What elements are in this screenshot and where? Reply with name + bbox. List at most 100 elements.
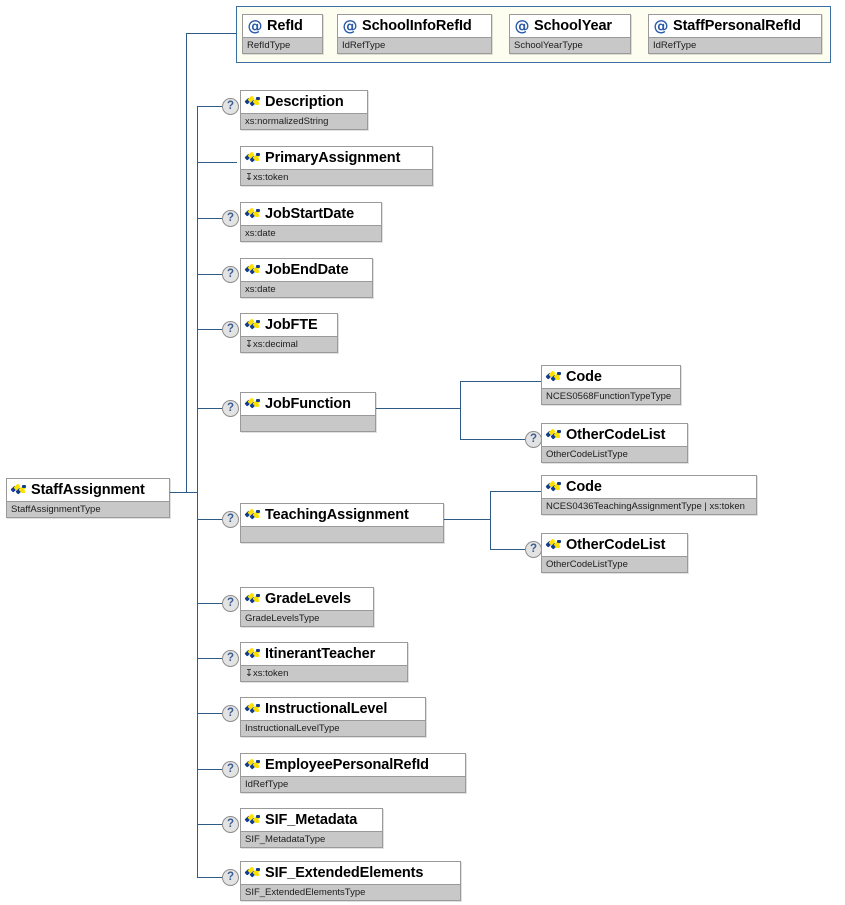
element-icon bbox=[244, 702, 260, 716]
node-type: IdRefType bbox=[653, 39, 697, 51]
node-title-row: JobFTE bbox=[241, 314, 337, 336]
node-title-row: @ SchoolYear bbox=[510, 15, 630, 37]
node-element-teachingassignment-othercodelist[interactable]: OtherCodeList OtherCodeListType bbox=[541, 533, 688, 573]
node-type-row: GradeLevelsType bbox=[241, 610, 373, 626]
connector-jobfunction-out bbox=[376, 408, 460, 409]
node-type-row: ↧ xs:token bbox=[241, 665, 407, 681]
node-title-row: @ RefId bbox=[243, 15, 322, 37]
node-type-row: NCES0568FunctionTypeType bbox=[542, 388, 680, 404]
node-name: StaffAssignment bbox=[31, 481, 145, 498]
node-element-jobstartdate[interactable]: JobStartDate xs:date bbox=[240, 202, 382, 242]
node-element-jobfunction-othercodelist[interactable]: OtherCodeList OtherCodeListType bbox=[541, 423, 688, 463]
connector-element-stub-gradelevels bbox=[197, 603, 222, 604]
node-title-row: JobStartDate bbox=[241, 203, 381, 225]
node-title-row: GradeLevels bbox=[241, 588, 373, 610]
node-name: SchoolYear bbox=[534, 17, 612, 34]
node-name: SchoolInfoRefId bbox=[362, 17, 472, 34]
element-icon bbox=[545, 480, 561, 494]
node-name: Description bbox=[265, 93, 344, 110]
connector-element-trunk bbox=[197, 106, 198, 877]
derived-arrow-icon: ↧ bbox=[245, 339, 253, 350]
node-staffassignment[interactable]: StaffAssignment StaffAssignmentType bbox=[6, 478, 170, 518]
node-name: JobFunction bbox=[265, 395, 351, 412]
connector-jobfunction-to-code bbox=[460, 381, 541, 382]
node-name: TeachingAssignment bbox=[265, 506, 409, 523]
optional-marker-instructionallevel: ? bbox=[222, 705, 239, 722]
node-element-employeepersonalrefid[interactable]: EmployeePersonalRefId IdRefType bbox=[240, 753, 466, 793]
node-element-teachingassignment-code[interactable]: Code NCES0436TeachingAssignmentType | xs… bbox=[541, 475, 757, 515]
node-name: RefId bbox=[267, 17, 303, 34]
node-type: SIF_MetadataType bbox=[245, 833, 326, 845]
node-title-row: ItinerantTeacher bbox=[241, 643, 407, 665]
node-title-row: JobFunction bbox=[241, 393, 375, 415]
node-type-row bbox=[241, 415, 375, 431]
optional-marker-jobstartdate: ? bbox=[222, 210, 239, 227]
node-type: xs:token bbox=[252, 171, 289, 183]
node-attribute-staffpersonalrefid[interactable]: @ StaffPersonalRefId IdRefType bbox=[648, 14, 822, 54]
element-icon bbox=[244, 95, 260, 109]
node-element-sifextendedelements[interactable]: SIF_ExtendedElements SIF_ExtendedElement… bbox=[240, 861, 461, 901]
connector-element-stub-primaryassignment bbox=[197, 162, 237, 163]
node-element-gradelevels[interactable]: GradeLevels GradeLevelsType bbox=[240, 587, 374, 627]
node-element-jobfunction[interactable]: JobFunction bbox=[240, 392, 376, 432]
element-icon bbox=[244, 151, 260, 165]
node-type-row: SchoolYearType bbox=[510, 37, 630, 53]
node-element-jobfunction-code[interactable]: Code NCES0568FunctionTypeType bbox=[541, 365, 681, 405]
optional-marker-teachingassignment-othercodelist: ? bbox=[525, 541, 542, 558]
element-icon bbox=[10, 483, 26, 497]
node-name: GradeLevels bbox=[265, 590, 351, 607]
node-type-row: IdRefType bbox=[241, 776, 465, 792]
node-element-teachingassignment[interactable]: TeachingAssignment bbox=[240, 503, 444, 543]
node-element-primaryassignment[interactable]: PrimaryAssignment ↧ xs:token bbox=[240, 146, 433, 186]
node-element-jobfte[interactable]: JobFTE ↧ xs:decimal bbox=[240, 313, 338, 353]
node-title-row: Code bbox=[542, 476, 756, 498]
node-type: SIF_ExtendedElementsType bbox=[245, 886, 366, 898]
attribute-icon: @ bbox=[653, 16, 669, 35]
node-title-row: JobEndDate bbox=[241, 259, 372, 281]
node-element-description[interactable]: Description xs:normalizedString bbox=[240, 90, 368, 130]
node-title-row: Description bbox=[241, 91, 367, 113]
node-type-row: xs:date bbox=[241, 281, 372, 297]
node-element-itinerantteacher[interactable]: ItinerantTeacher ↧ xs:token bbox=[240, 642, 408, 682]
node-title-row: @ SchoolInfoRefId bbox=[338, 15, 491, 37]
connector-element-stub-sifextendedelements bbox=[197, 877, 222, 878]
node-title-row: SIF_Metadata bbox=[241, 809, 382, 831]
element-icon bbox=[244, 263, 260, 277]
node-title-row: @ StaffPersonalRefId bbox=[649, 15, 821, 37]
node-type: IdRefType bbox=[342, 39, 386, 51]
element-icon bbox=[244, 758, 260, 772]
node-element-sifmetadata[interactable]: SIF_Metadata SIF_MetadataType bbox=[240, 808, 383, 848]
node-element-instructionallevel[interactable]: InstructionalLevel InstructionalLevelTyp… bbox=[240, 697, 426, 737]
connector-element-stub-description bbox=[197, 106, 222, 107]
connector-teachingassignment-out bbox=[444, 519, 490, 520]
node-element-jobenddate[interactable]: JobEndDate xs:date bbox=[240, 258, 373, 298]
optional-marker-jobfunction: ? bbox=[222, 400, 239, 417]
node-title-row: EmployeePersonalRefId bbox=[241, 754, 465, 776]
node-type: xs:date bbox=[245, 227, 276, 239]
node-attribute-refid[interactable]: @ RefId RefIdType bbox=[242, 14, 323, 54]
node-type: OtherCodeListType bbox=[546, 448, 628, 460]
node-type: GradeLevelsType bbox=[245, 612, 320, 624]
node-attribute-schoolyear[interactable]: @ SchoolYear SchoolYearType bbox=[509, 14, 631, 54]
node-name: JobStartDate bbox=[265, 205, 355, 222]
node-type: NCES0436TeachingAssignmentType | xs:toke… bbox=[546, 500, 745, 512]
node-attribute-schoolinforefid[interactable]: @ SchoolInfoRefId IdRefType bbox=[337, 14, 492, 54]
connector-element-stub-sifmetadata bbox=[197, 824, 222, 825]
node-type: xs:token bbox=[252, 667, 289, 679]
optional-marker-gradelevels: ? bbox=[222, 595, 239, 612]
element-icon bbox=[244, 866, 260, 880]
node-title-row: OtherCodeList bbox=[542, 424, 687, 446]
optional-marker-jobenddate: ? bbox=[222, 266, 239, 283]
connector-teachingassignment-to-ocl bbox=[490, 549, 525, 550]
node-name: JobFTE bbox=[265, 316, 318, 333]
element-icon bbox=[244, 647, 260, 661]
node-type: SchoolYearType bbox=[514, 39, 583, 51]
connector-element-stub-employeepersonalrefid bbox=[197, 769, 222, 770]
node-type-row: ↧ xs:token bbox=[241, 169, 432, 185]
node-name: SIF_ExtendedElements bbox=[265, 864, 424, 881]
node-type: xs:normalizedString bbox=[245, 115, 329, 127]
optional-marker-jobfte: ? bbox=[222, 321, 239, 338]
derived-arrow-icon: ↧ bbox=[245, 172, 253, 183]
connector-teachingassignment-to-code bbox=[490, 491, 541, 492]
connector-root-stub bbox=[170, 492, 198, 493]
